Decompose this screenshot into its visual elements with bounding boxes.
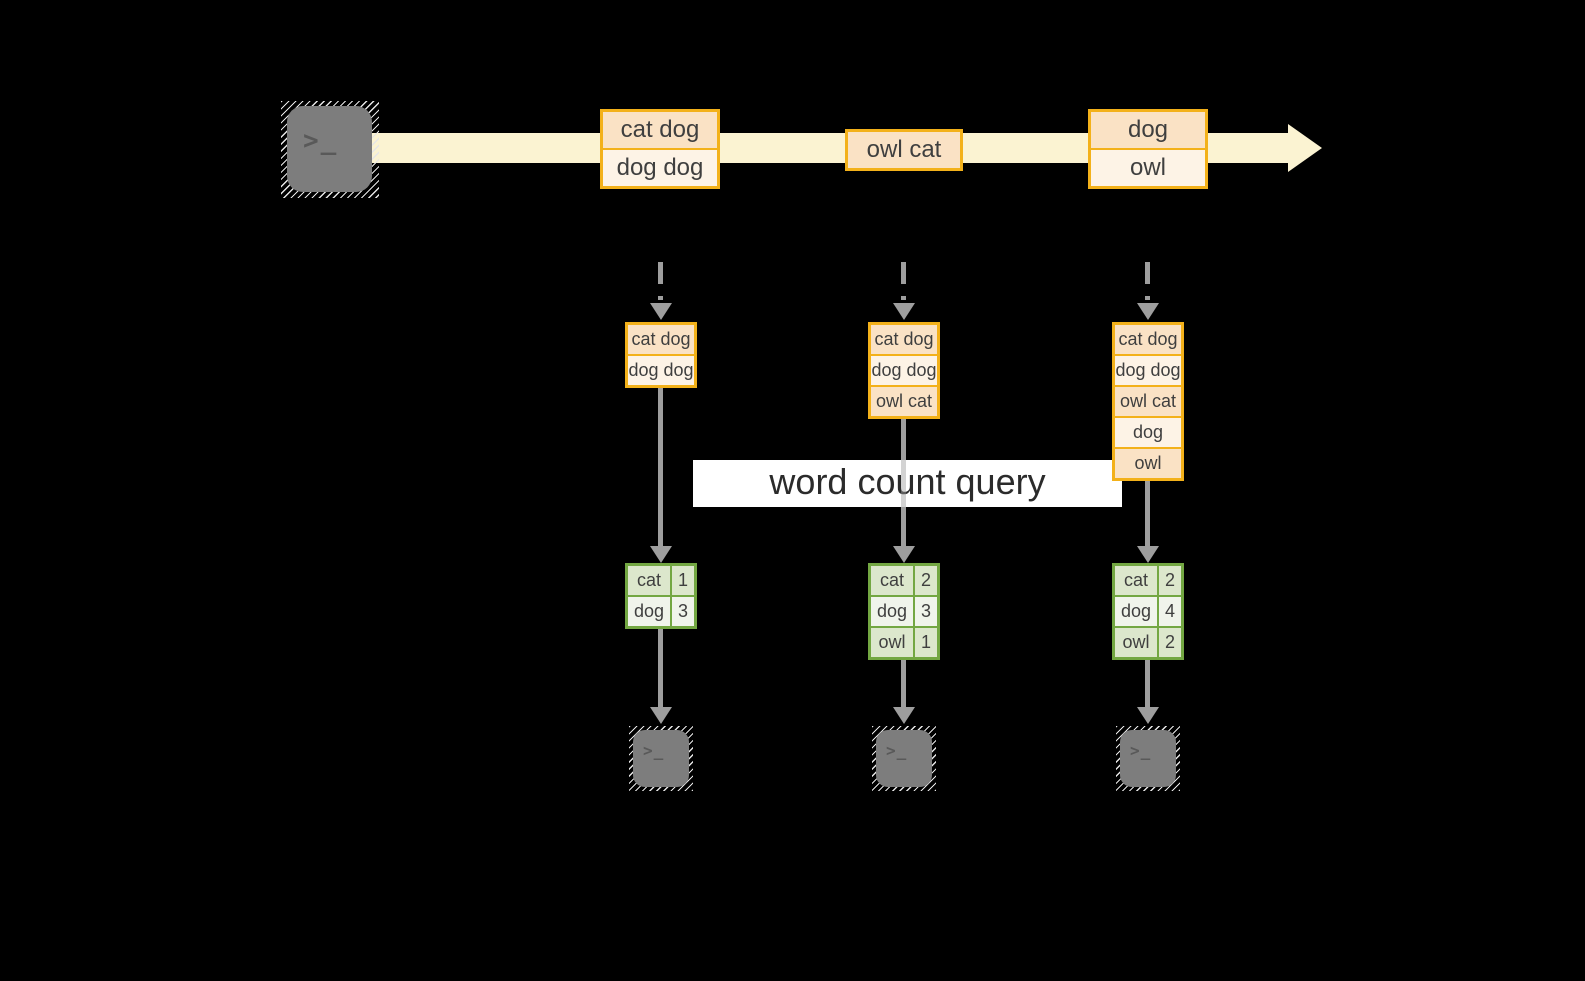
stream-event-cell: owl cat [848,132,960,168]
emit-arrowhead-icon [893,707,915,724]
emit-arrowhead-icon [1137,707,1159,724]
terminal-prompt-icon: >_ [643,741,665,760]
buffer-cell: owl [1115,447,1181,478]
pipeline-column-1: cat dog dog dog cat 1 dog 3 >_ [625,0,697,981]
terminal-prompt-icon: >_ [303,126,339,156]
count-word: dog [1115,597,1159,626]
buffer-cell: cat dog [628,325,694,354]
terminal-body: >_ [633,730,689,787]
terminal-body: >_ [287,106,372,192]
buffer-stack: cat dog dog dog [625,322,697,388]
terminal-prompt-icon: >_ [886,741,908,760]
count-row: cat 2 [871,566,937,595]
query-arrowhead-icon [650,546,672,563]
stream-event-cell: dog [1091,112,1205,148]
count-row: cat 2 [1115,566,1181,595]
count-table: cat 1 dog 3 [625,563,697,629]
word-count-query-label: word count query [769,461,1046,502]
count-word: owl [871,628,915,657]
query-arrowhead-icon [1137,546,1159,563]
count-row: owl 2 [1115,626,1181,657]
buffer-stack: cat dog dog dog owl cat dog owl [1112,322,1184,481]
stream-event-box: owl cat [845,129,963,171]
buffer-cell: dog dog [1115,354,1181,385]
buffer-stack: cat dog dog dog owl cat [868,322,940,419]
emit-arrow [658,629,663,708]
count-row: dog 4 [1115,595,1181,626]
count-word: dog [628,597,672,626]
emit-arrow [901,660,906,708]
count-value: 2 [1159,566,1181,595]
query-arrow [658,388,663,547]
buffer-cell: owl cat [871,385,937,416]
ingest-dashed-arrow [901,262,906,300]
terminal-prompt-icon: >_ [1130,741,1152,760]
stream-arrowhead-icon [1288,124,1322,172]
count-word: cat [871,566,915,595]
emit-arrowhead-icon [650,707,672,724]
terminal-sink-icon: >_ [1116,726,1180,791]
stream-event-cell: cat dog [603,112,717,148]
buffer-cell: dog [1115,416,1181,447]
count-row: cat 1 [628,566,694,595]
terminal-sink-icon: >_ [872,726,936,791]
buffer-cell: cat dog [1115,325,1181,354]
stream-event-box: dog owl [1088,109,1208,189]
query-arrowhead-icon [893,546,915,563]
terminal-source-icon: >_ [281,101,379,198]
count-word: owl [1115,628,1159,657]
count-row: owl 1 [871,626,937,657]
ingest-arrowhead-icon [893,303,915,320]
ingest-arrowhead-icon [650,303,672,320]
terminal-body: >_ [1120,730,1176,787]
word-count-query-banner: word count query [693,460,1122,507]
ingest-dashed-arrow [658,262,663,300]
query-arrow [1145,481,1150,547]
buffer-cell: dog dog [628,354,694,385]
ingest-dashed-arrow [1145,262,1150,300]
count-value: 2 [1159,628,1181,657]
count-table: cat 2 dog 4 owl 2 [1112,563,1184,660]
buffer-cell: dog dog [871,354,937,385]
terminal-body: >_ [876,730,932,787]
count-word: cat [628,566,672,595]
arrow-through-banner [901,460,906,507]
count-value: 4 [1159,597,1181,626]
count-row: dog 3 [628,595,694,626]
stream-event-cell: owl [1091,148,1205,186]
buffer-cell: owl cat [1115,385,1181,416]
terminal-sink-icon: >_ [629,726,693,791]
emit-arrow [1145,660,1150,708]
buffer-cell: cat dog [871,325,937,354]
count-value: 2 [915,566,937,595]
count-row: dog 3 [871,595,937,626]
count-table: cat 2 dog 3 owl 1 [868,563,940,660]
stream-event-cell: dog dog [603,148,717,186]
count-value: 1 [915,628,937,657]
ingest-arrowhead-icon [1137,303,1159,320]
stream-event-box: cat dog dog dog [600,109,720,189]
count-value: 3 [672,597,694,626]
count-value: 1 [672,566,694,595]
count-word: dog [871,597,915,626]
pipeline-column-2: cat dog dog dog owl cat cat 2 dog 3 owl … [868,0,940,981]
count-value: 3 [915,597,937,626]
count-word: cat [1115,566,1159,595]
pipeline-column-3: cat dog dog dog owl cat dog owl cat 2 do… [1112,0,1184,981]
